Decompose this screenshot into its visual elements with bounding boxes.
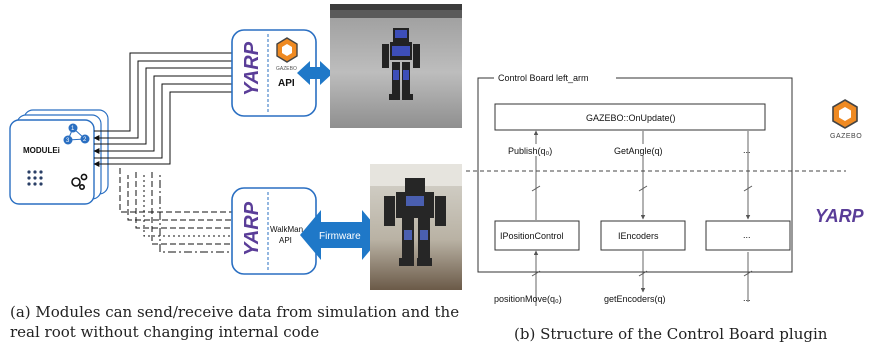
module-label: MODULEi [23, 146, 60, 155]
publish-label-bg [506, 144, 564, 156]
simulation-robot-image [330, 4, 462, 128]
yarp-logo: YARP [815, 206, 865, 226]
gazebo-small-label: GAZEBO [276, 66, 297, 72]
top-connection-lines [93, 50, 241, 167]
top-api-label: API [278, 78, 295, 89]
iencoders-box [600, 220, 686, 251]
dots-label: ... [743, 145, 751, 155]
control-board-title-bg [494, 71, 616, 85]
bottom-dots-label: ... [743, 293, 751, 303]
real-robot-photo [370, 164, 462, 290]
control-board-title: Control Board left_arm [498, 73, 589, 83]
gazebo-logo-label: GAZEBO [830, 133, 862, 140]
gazebo-icon-top [276, 37, 298, 63]
iposition-box [494, 220, 580, 251]
iposition-label: IPositionControl [500, 231, 564, 241]
top-yarp-logo: YARP [241, 41, 263, 96]
onupdate-label: GAZEBO::OnUpdate() [586, 113, 676, 123]
tick-marks [531, 185, 753, 277]
walkman-api-label: WalkMan [270, 225, 303, 234]
caption-a-line2: real root without changing internal code [10, 323, 320, 341]
gears-icon [71, 173, 88, 191]
walkman-api-label-2: API [279, 236, 292, 245]
getencoders-label: getEncoders(q) [604, 294, 666, 304]
firmware-label: Firmware [319, 231, 361, 242]
generic-box-label: ... [743, 230, 751, 240]
port-number-2: 2 [83, 137, 87, 143]
firmware-double-arrow [300, 210, 383, 260]
onupdate-box [494, 103, 766, 131]
caption-a: (a) Modules can send/receive data from s… [10, 302, 480, 342]
bottom-yarp-logo: YARP [241, 201, 263, 256]
sim-double-arrow [297, 61, 333, 85]
caption-a-line1: (a) Modules can send/receive data from s… [10, 303, 460, 321]
iencoders-label: IEncoders [618, 231, 659, 241]
module-stack [9, 109, 109, 205]
module-grid-icon [27, 170, 43, 186]
module-port-icon [63, 123, 90, 145]
port-number-1: 1 [71, 126, 75, 132]
getangle-label: GetAngle(q) [614, 146, 663, 156]
caption-b: (b) Structure of the Control Board plugi… [514, 325, 828, 343]
publish-label: Publish(q₀) [508, 146, 552, 156]
bottom-connection-lines [119, 168, 241, 253]
generic-box [705, 220, 791, 251]
positionmove-label: positionMove(q₀) [494, 294, 562, 304]
gazebo-logo-icon [832, 99, 858, 129]
port-number-3: 3 [66, 138, 70, 144]
getangle-label-bg [612, 144, 672, 156]
